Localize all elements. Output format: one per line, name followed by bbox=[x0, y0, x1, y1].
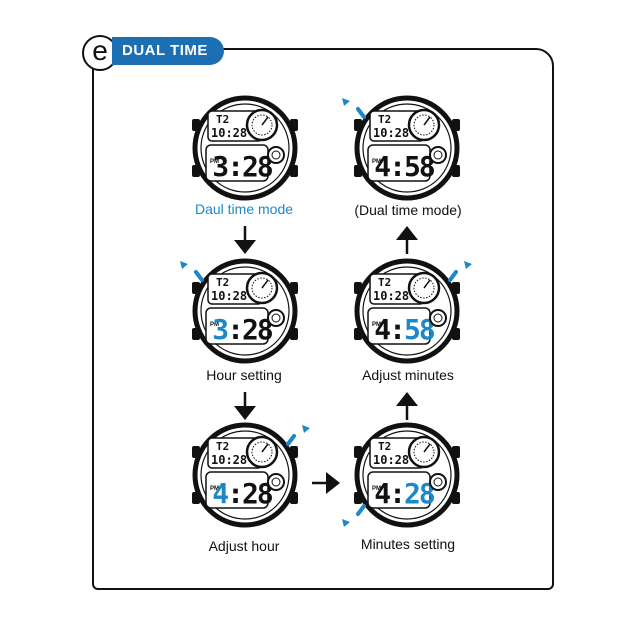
time-hours: 3 bbox=[212, 313, 228, 346]
mode-label: T2 bbox=[378, 440, 391, 453]
press-pointer-icon bbox=[464, 261, 472, 269]
arrow-up-icon bbox=[396, 226, 418, 254]
arrow-down-icon bbox=[234, 392, 256, 420]
mode-label: T2 bbox=[216, 440, 229, 453]
mode-label: T2 bbox=[378, 113, 391, 126]
arrow-right-icon bbox=[312, 472, 340, 494]
press-pointer-icon bbox=[180, 261, 188, 269]
time-colon: : bbox=[389, 477, 404, 510]
pm-indicator: PM bbox=[210, 486, 219, 492]
time-hours: 4 bbox=[374, 313, 390, 346]
time-hours: 3 bbox=[212, 150, 228, 183]
caption-minutes-setting: Minutes setting bbox=[360, 536, 456, 552]
sub-time: 10:28 bbox=[373, 289, 409, 303]
light-button bbox=[267, 309, 285, 327]
main-display bbox=[367, 471, 431, 509]
press-indicator bbox=[356, 107, 366, 119]
main-display bbox=[205, 471, 269, 509]
time-colon: : bbox=[227, 477, 242, 510]
main-display bbox=[205, 144, 269, 182]
caption-adjust-hour: Adjust hour bbox=[208, 538, 280, 554]
pm-indicator: PM bbox=[210, 159, 219, 165]
arrow-down-icon bbox=[234, 226, 256, 254]
pm-indicator: PM bbox=[372, 159, 381, 165]
time-hours: 4 bbox=[212, 477, 228, 510]
main-display bbox=[367, 307, 431, 345]
light-button bbox=[267, 146, 285, 164]
press-indicator bbox=[194, 270, 204, 282]
main-display bbox=[367, 144, 431, 182]
time-colon: : bbox=[389, 313, 404, 346]
press-indicator bbox=[356, 504, 366, 516]
sub-time: 10:28 bbox=[373, 453, 409, 467]
press-indicator bbox=[448, 270, 458, 282]
pm-indicator: PM bbox=[372, 322, 381, 328]
mode-label: T2 bbox=[216, 113, 229, 126]
caption-hour-setting: Hour setting bbox=[206, 367, 282, 383]
caption-dual-time-mode-return: (Dual time mode) bbox=[354, 202, 462, 218]
section-title: DUAL TIME bbox=[112, 37, 224, 65]
main-display bbox=[205, 307, 269, 345]
caption-dual-time-mode: Daul time mode bbox=[194, 201, 294, 217]
light-button bbox=[267, 473, 285, 491]
sub-time: 10:28 bbox=[373, 126, 409, 140]
pm-indicator: PM bbox=[372, 486, 381, 492]
time-colon: : bbox=[227, 150, 242, 183]
mode-label: T2 bbox=[378, 276, 391, 289]
main-time: 4:58 bbox=[374, 313, 435, 346]
mode-label: T2 bbox=[216, 276, 229, 289]
main-time: 4:58 bbox=[374, 150, 435, 183]
press-pointer-icon bbox=[342, 519, 350, 527]
press-pointer-icon bbox=[342, 98, 350, 106]
main-time: 3:28 bbox=[212, 313, 273, 346]
instruction-frame bbox=[92, 48, 554, 590]
main-time: 4:28 bbox=[212, 477, 273, 510]
sub-time: 10:28 bbox=[211, 453, 247, 467]
time-colon: : bbox=[389, 150, 404, 183]
main-time: 3:28 bbox=[212, 150, 273, 183]
press-pointer-icon bbox=[302, 425, 310, 433]
time-hours: 4 bbox=[374, 150, 390, 183]
pm-indicator: PM bbox=[210, 322, 219, 328]
press-indicator bbox=[286, 434, 296, 446]
arrow-up-icon bbox=[396, 392, 418, 420]
time-colon: : bbox=[227, 313, 242, 346]
time-hours: 4 bbox=[374, 477, 390, 510]
main-time: 4:28 bbox=[374, 477, 435, 510]
light-button bbox=[429, 473, 447, 491]
sub-time: 10:28 bbox=[211, 289, 247, 303]
light-button bbox=[429, 309, 447, 327]
caption-adjust-minutes: Adjust minutes bbox=[362, 367, 454, 383]
light-button bbox=[429, 146, 447, 164]
sub-time: 10:28 bbox=[211, 126, 247, 140]
